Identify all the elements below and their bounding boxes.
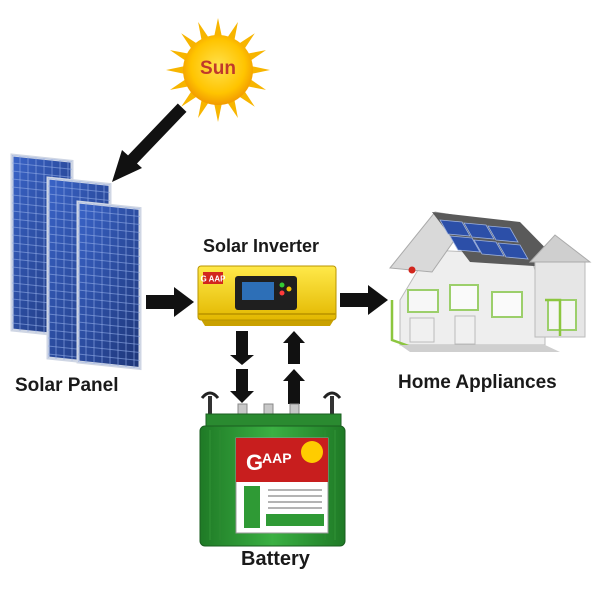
- sun-ray: [170, 78, 190, 90]
- battery-icon: G AAP: [199, 391, 346, 547]
- arrow-sun-to-panel: [112, 103, 187, 182]
- solar-panel-label: Solar Panel: [15, 375, 119, 396]
- inverter-brand: G AAP: [200, 275, 226, 284]
- sun-ray: [250, 66, 270, 74]
- sun-ray: [226, 22, 238, 42]
- house-icon: [389, 211, 592, 352]
- solar-panel-icon: [10, 153, 142, 371]
- sun-ray: [214, 102, 222, 122]
- battery-brand-initial: G: [246, 450, 263, 475]
- solar-inverter-label: Solar Inverter: [203, 236, 320, 256]
- battery-label: Battery: [241, 548, 310, 570]
- inverter-icon: G AAP: [197, 265, 337, 326]
- arrow-inverter-to-home: [340, 285, 388, 315]
- arrow-battery-to-inverter: [283, 331, 305, 404]
- sun-ray: [246, 78, 266, 90]
- sun-label: Sun: [200, 58, 236, 79]
- sun-ray: [214, 18, 222, 38]
- sun-ray: [198, 22, 210, 42]
- arrow-panel-to-inverter: [146, 287, 194, 317]
- sun-ray: [170, 50, 190, 62]
- sun-ray: [166, 66, 186, 74]
- sun-ray: [226, 98, 238, 118]
- home-appliances-label: Home Appliances: [398, 372, 557, 393]
- arrow-inverter-to-battery: [230, 331, 254, 403]
- battery-brand-name: AAP: [262, 450, 292, 466]
- sun-icon: [166, 18, 270, 122]
- sun-ray: [198, 98, 210, 118]
- sun-ray: [246, 50, 266, 62]
